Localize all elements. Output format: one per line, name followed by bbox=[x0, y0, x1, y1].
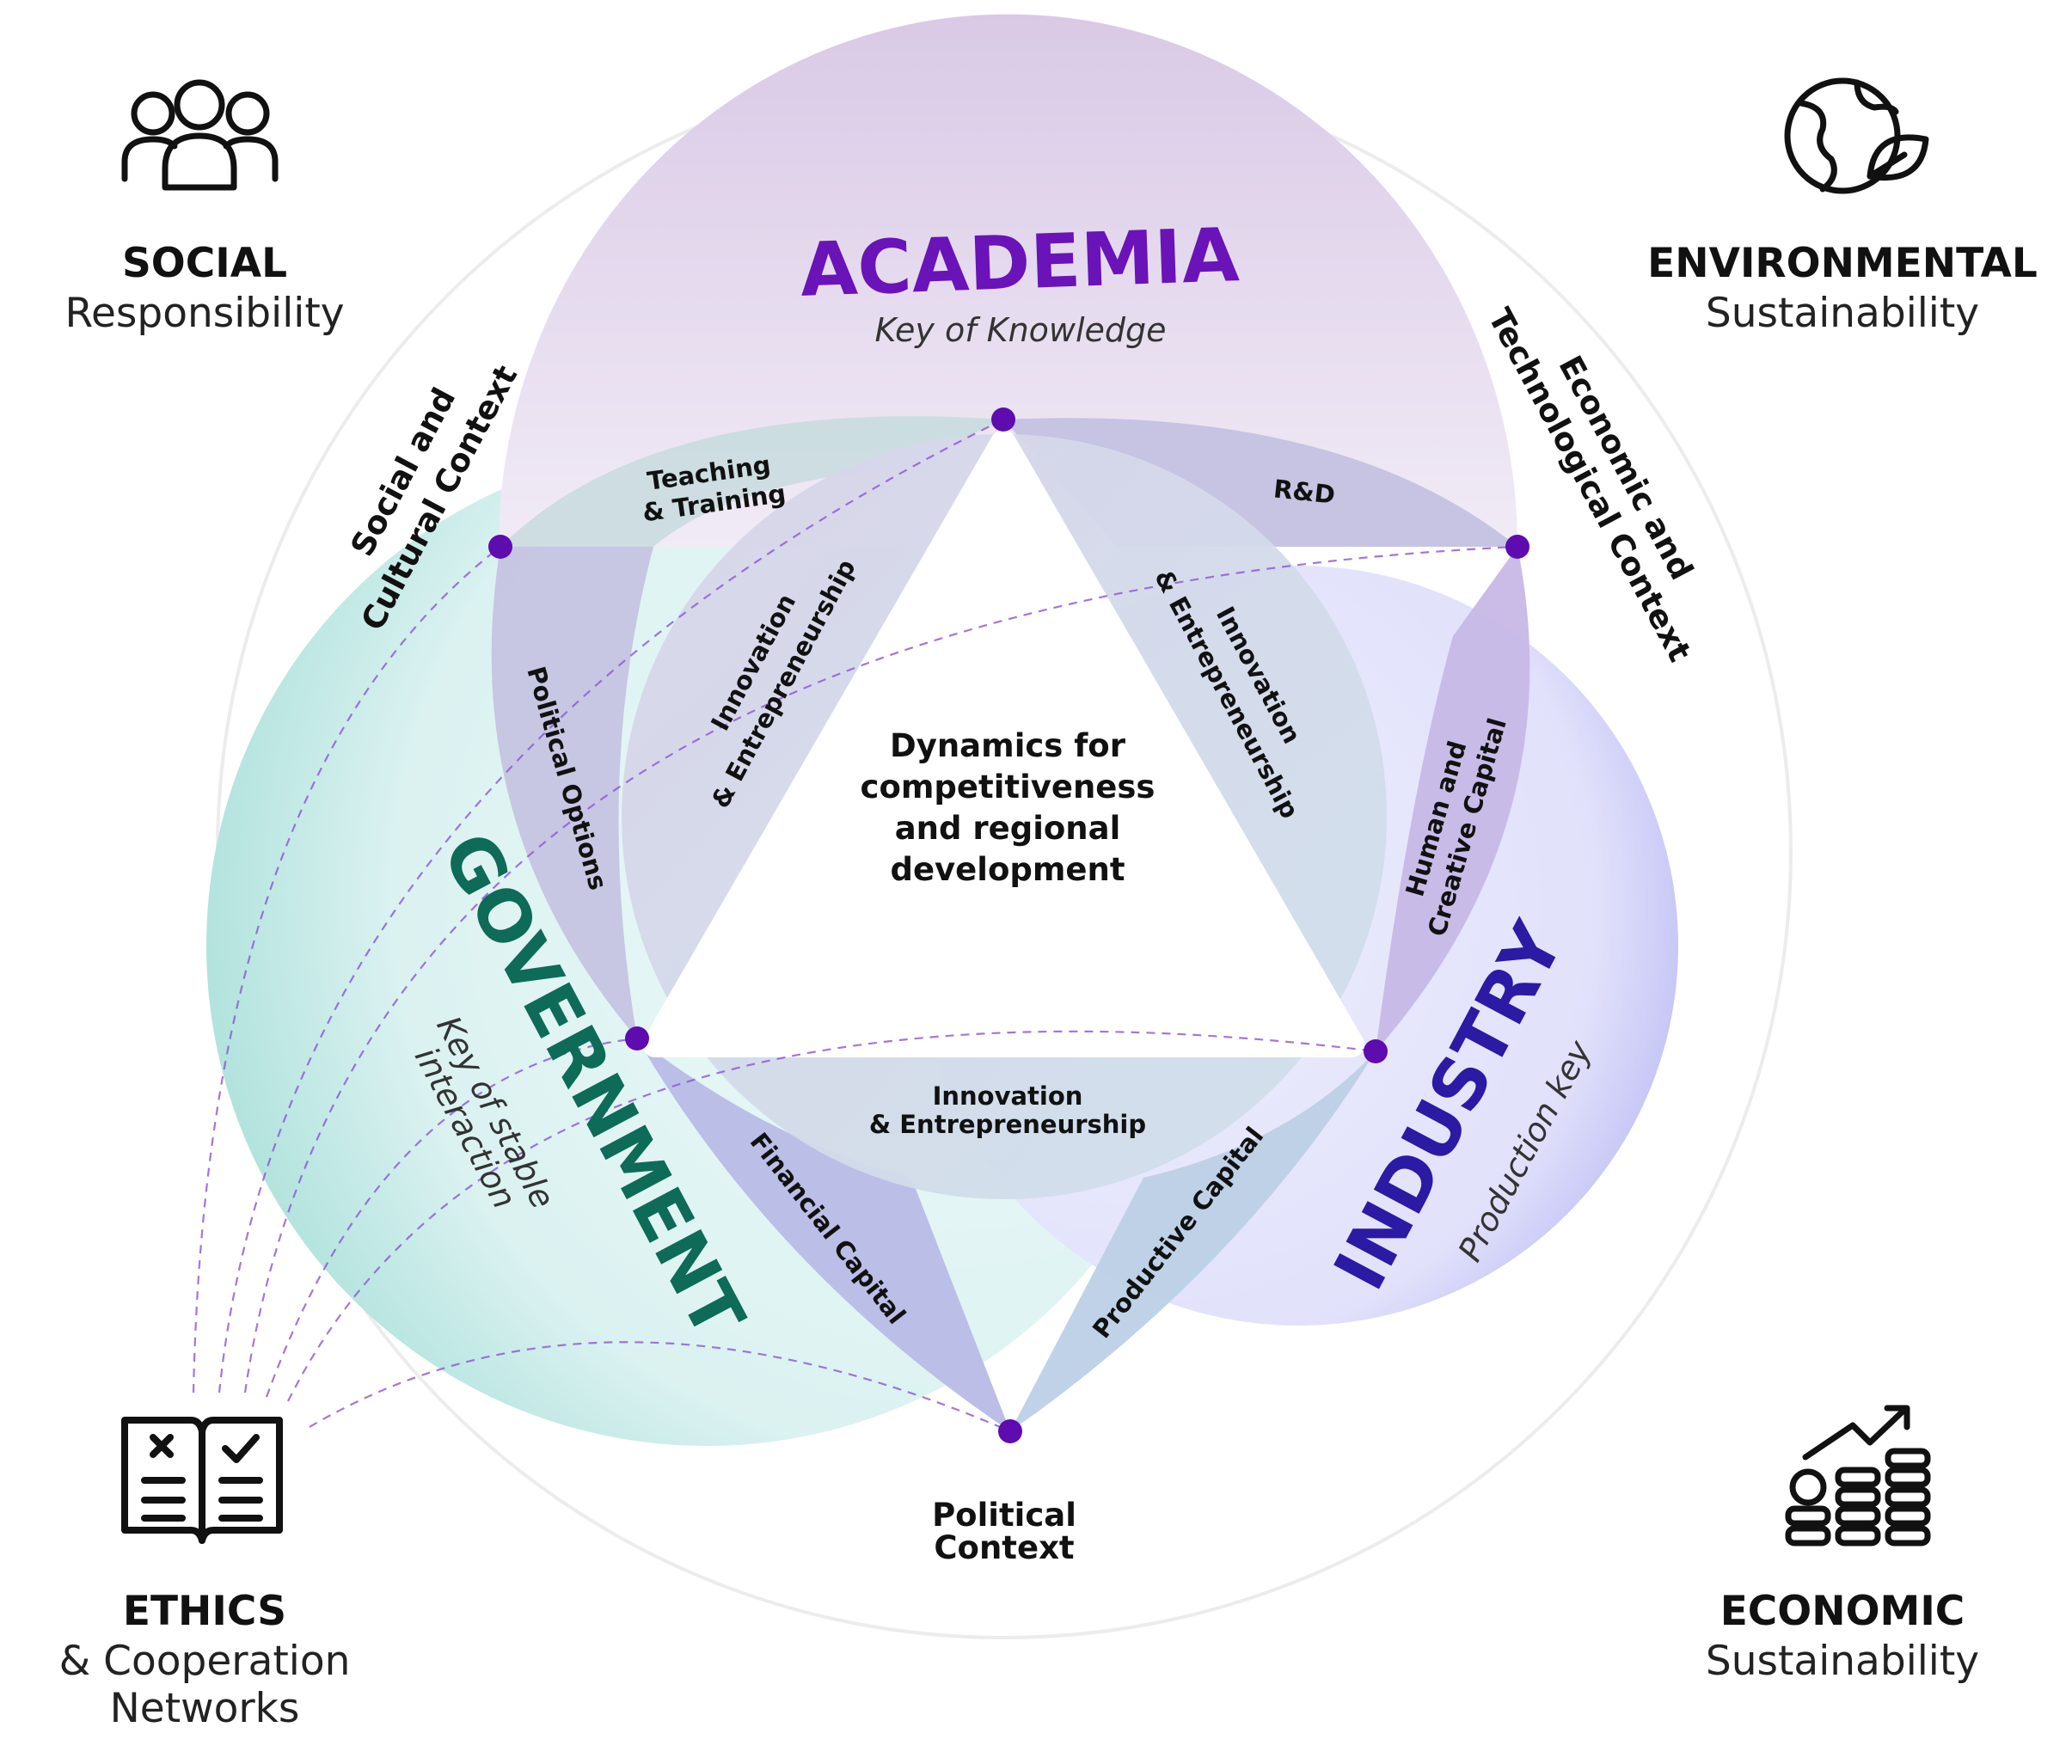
productive-band bbox=[1010, 1051, 1376, 1431]
ethics-title: ETHICS bbox=[123, 1588, 286, 1635]
social-title: SOCIAL bbox=[122, 240, 287, 287]
node-bottom bbox=[998, 1419, 1022, 1443]
coins-growth-icon bbox=[1785, 1405, 1931, 1547]
innovation-bottom-label-2: & Entrepreneurship bbox=[869, 1110, 1146, 1139]
social-subtitle: Responsibility bbox=[64, 290, 344, 337]
center-line-4: development bbox=[890, 851, 1125, 888]
environmental-title: ENVIRONMENTAL bbox=[1647, 240, 2038, 287]
academia-title: ACADEMIA bbox=[799, 212, 1241, 314]
ethics-subtitle-1: & Cooperation bbox=[59, 1638, 351, 1685]
teaching-band bbox=[500, 416, 1003, 547]
center-line-1: Dynamics for bbox=[890, 727, 1126, 764]
center-line-3: and regional bbox=[895, 810, 1121, 847]
node-upper-left bbox=[488, 535, 512, 559]
central-triangle bbox=[642, 430, 1364, 1057]
rd-label: R&D bbox=[1272, 474, 1337, 509]
environmental-subtitle: Sustainability bbox=[1706, 290, 1979, 337]
people-icon bbox=[121, 79, 279, 191]
human-capital-band bbox=[1376, 547, 1530, 1051]
academia-petal bbox=[499, 14, 1517, 547]
ethics-subtitle-2: Networks bbox=[110, 1685, 300, 1732]
academia-subtitle: Key of Knowledge bbox=[874, 311, 1166, 349]
node-lower-left bbox=[625, 1026, 649, 1050]
node-lower-right bbox=[1364, 1039, 1388, 1063]
political-context-1: Political bbox=[932, 1497, 1076, 1534]
political-options-band bbox=[491, 547, 653, 1038]
node-top bbox=[991, 407, 1015, 432]
globe-leaf-icon bbox=[1784, 77, 1929, 194]
political-context-2: Context bbox=[934, 1529, 1074, 1566]
economic-title: ECONOMIC bbox=[1720, 1588, 1965, 1635]
book-checklist-icon bbox=[121, 1417, 283, 1544]
financial-band bbox=[637, 1038, 1010, 1431]
ethics-connectors bbox=[192, 419, 1518, 1433]
innovation-bottom-label-1: Innovation bbox=[933, 1081, 1083, 1111]
economic-subtitle: Sustainability bbox=[1706, 1638, 1979, 1685]
node-upper-right bbox=[1505, 535, 1529, 559]
helix-nodes bbox=[488, 407, 1529, 1443]
center-line-2: competitiveness bbox=[861, 769, 1156, 805]
